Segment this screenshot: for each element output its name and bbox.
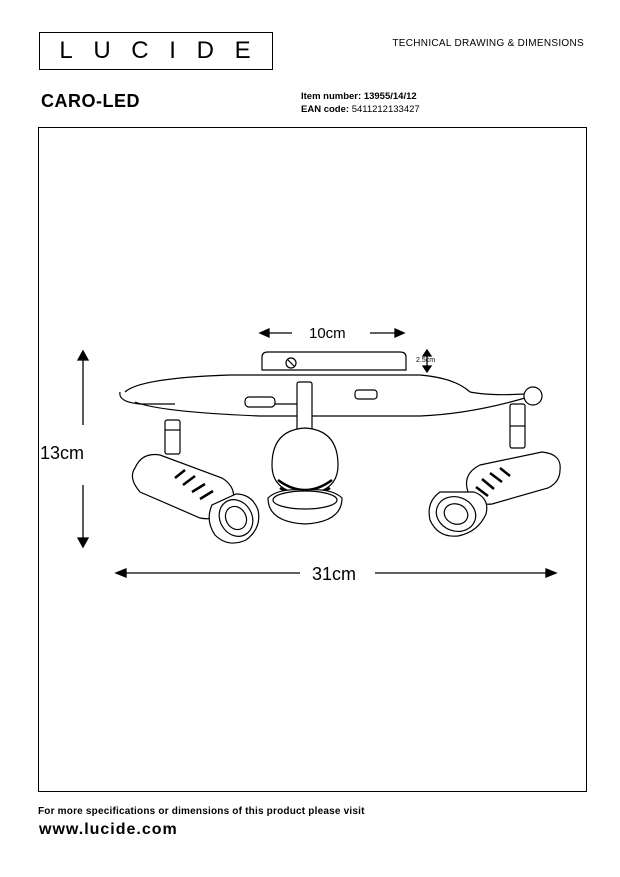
arrow-up-icon — [76, 349, 90, 361]
ean-label: EAN code: — [301, 104, 350, 115]
product-meta: Item number: 13955/14/12 EAN code: 54112… — [301, 90, 420, 116]
dimension-lines — [76, 327, 558, 578]
logo-letter: C — [131, 37, 151, 64]
arrow-down-icon — [76, 537, 90, 549]
document-type: TECHNICAL DRAWING & DIMENSIONS — [392, 38, 584, 49]
logo-letter: U — [93, 37, 113, 64]
logo-letter: I — [169, 37, 178, 64]
height-label: 13cm — [40, 443, 85, 463]
item-number-value: 13955/14/12 — [363, 91, 417, 102]
fixture-illustration — [119, 351, 561, 544]
arrow-left-icon — [114, 568, 127, 578]
logo-letter: L — [59, 37, 75, 64]
brand-logo: L U C I D E — [39, 32, 273, 70]
ean-value: 5411212133427 — [351, 104, 420, 115]
website-link[interactable]: www.lucide.com — [39, 821, 178, 838]
center-spot-head — [267, 427, 343, 525]
footer-note: For more specifications or dimensions of… — [38, 806, 365, 817]
product-name: CARO-LED — [41, 91, 140, 111]
center-spot-stem — [296, 381, 313, 433]
ean-row: EAN code: 5411212133427 — [301, 103, 420, 116]
item-number-label: Item number: — [301, 91, 362, 102]
arrow-right-icon — [394, 327, 406, 339]
logo-letter: E — [234, 37, 253, 64]
arm-end-knob — [523, 386, 543, 406]
spiral-arm-top — [124, 374, 471, 393]
base-width-label: 10cm — [309, 325, 346, 342]
ceiling-base — [261, 351, 407, 371]
base-depth-label: 2.5cm — [416, 357, 436, 364]
left-spot-head — [131, 453, 260, 544]
spiral-arm-bottom — [134, 397, 526, 417]
base-screw-icon — [285, 357, 297, 369]
total-width-label: 31cm — [312, 564, 357, 584]
arrow-right-icon — [545, 568, 558, 578]
drawing-frame — [38, 127, 587, 792]
right-spot-head — [428, 451, 561, 537]
item-number-row: Item number: 13955/14/12 — [301, 90, 420, 103]
arrow-left-icon — [258, 327, 270, 339]
left-spot-stem — [164, 419, 181, 455]
arrow-up-icon — [421, 348, 433, 357]
logo-letter: D — [196, 37, 216, 64]
arrow-down-icon — [421, 365, 433, 374]
brand-logo-text: L U C I D E — [40, 33, 272, 69]
